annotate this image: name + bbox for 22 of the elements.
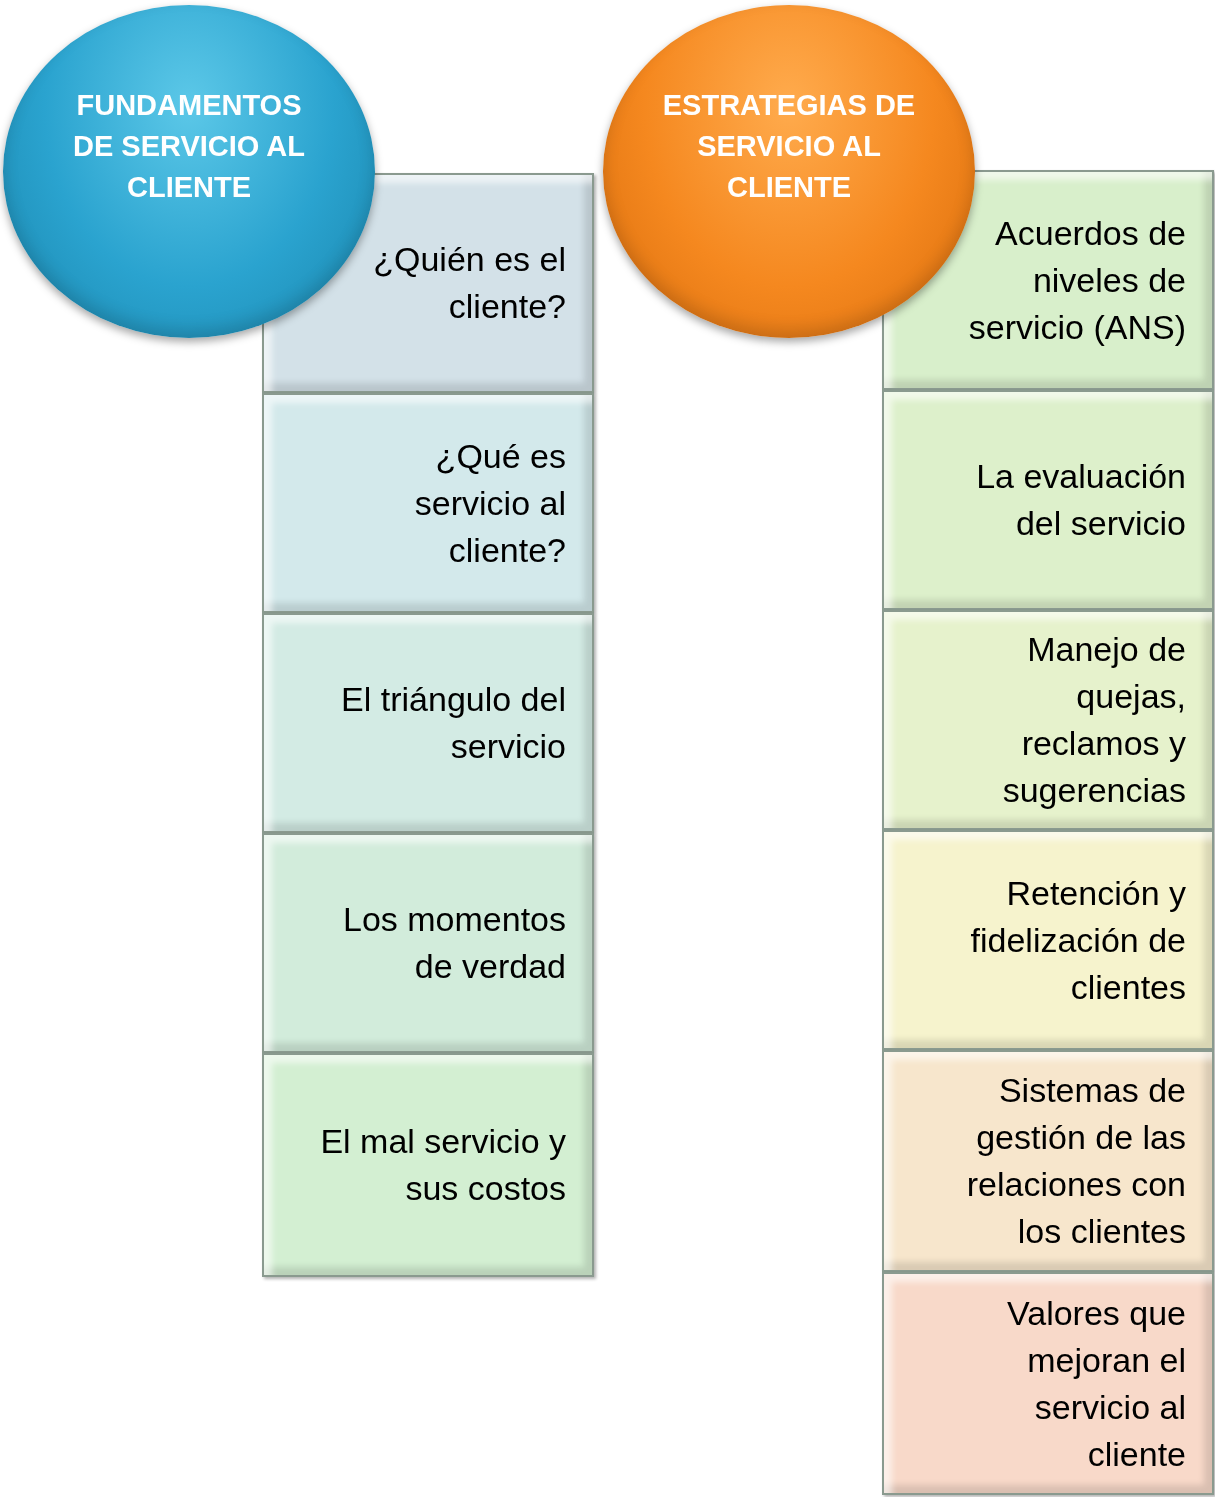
topic-text: El mal servicio y sus costos (320, 1121, 566, 1209)
topic-text: Valores que mejoran el servicio al cliente (1006, 1292, 1186, 1475)
heading-text: ESTRATEGIAS DE SERVICIO AL CLIENTE (661, 88, 917, 205)
heading-text: FUNDAMENTOS DE SERVICIO AL CLIENTE (71, 88, 306, 205)
topic-text: Manejo de quejas, reclamos y sugerencias (1001, 629, 1186, 811)
topic-text: Los momentos de verdad (342, 899, 566, 987)
topic-box (262, 613, 594, 833)
topic-box (262, 833, 594, 1053)
topic-text: Sistemas de gestión de las relaciones con los clientes (965, 1070, 1186, 1252)
topic-text: Retención y fidelización de clientes (969, 872, 1186, 1008)
topic-text: ¿Quién es el cliente? (372, 239, 566, 327)
topic-text: El triángulo del servicio (340, 679, 566, 767)
topic-text: Acuerdos de niveles de servicio (ANS) (967, 212, 1186, 348)
topic-text: ¿Qué es servicio al cliente? (413, 435, 566, 571)
topic-box (262, 1053, 594, 1277)
topic-box (882, 1050, 1214, 1272)
topic-box (262, 393, 594, 613)
topic-box (882, 1272, 1214, 1495)
topic-box (882, 610, 1214, 830)
topic-box (882, 390, 1214, 610)
topic-box (882, 830, 1214, 1050)
topic-text: La evaluación del servicio (975, 456, 1186, 544)
